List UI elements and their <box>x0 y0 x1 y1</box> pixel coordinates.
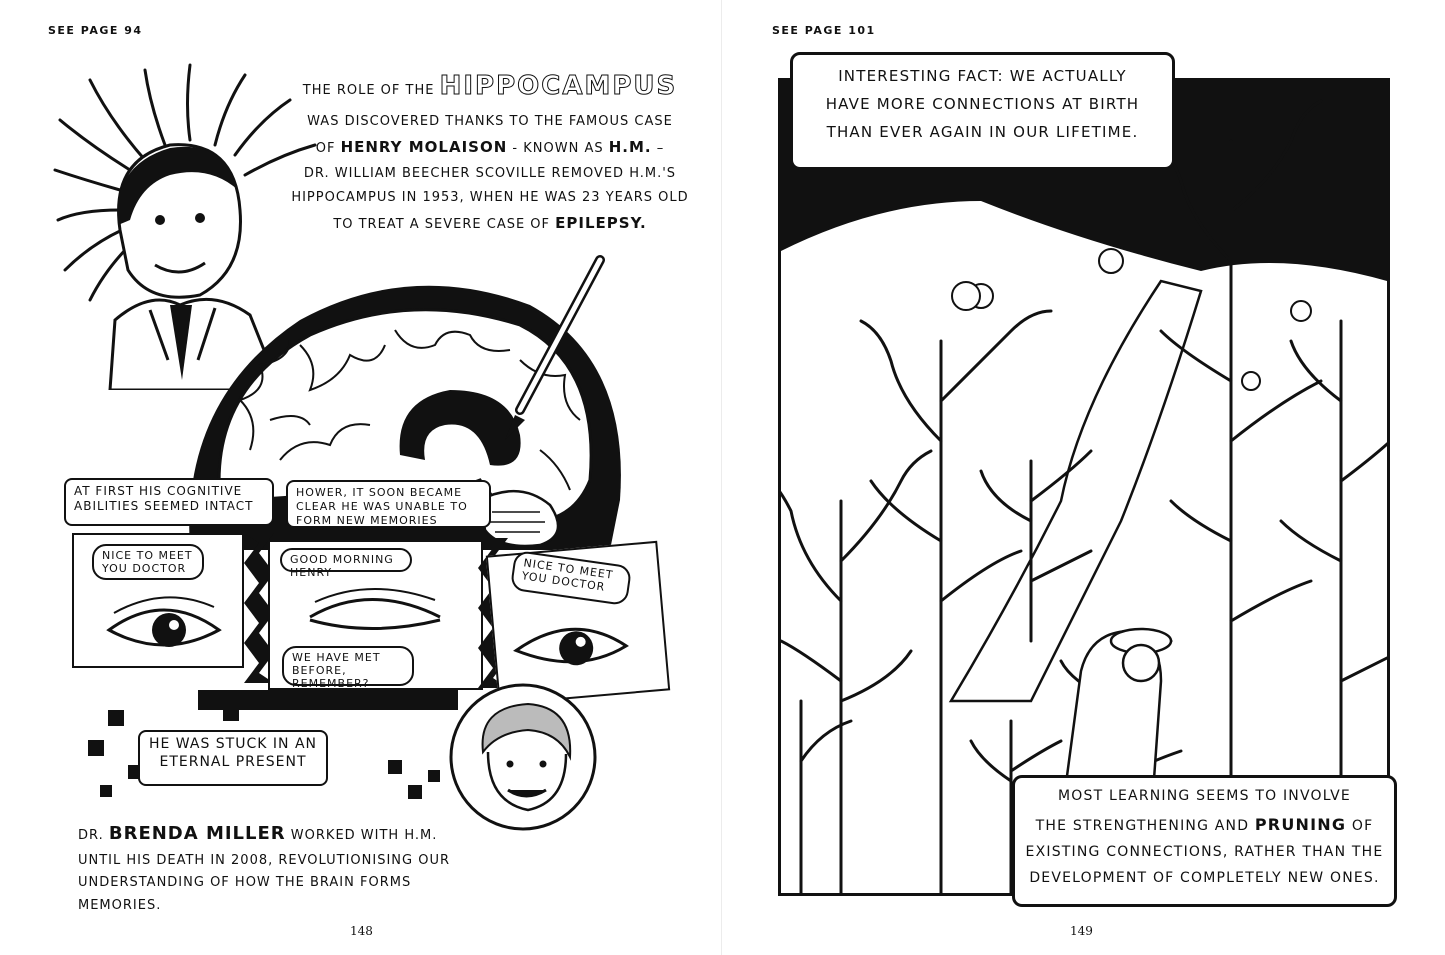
speech-good-morning: GOOD MORNING HENRY <box>280 548 412 579</box>
speech-nice-to-meet-1: NICE TO MEET YOU DOCTOR <box>92 544 204 580</box>
learning-line-4: DEVELOPMENT OF COMPLETELY NEW ONES. <box>1029 869 1380 886</box>
credit-line-3: UNDERSTANDING OF HOW THE BRAIN FORMS MEM… <box>78 875 412 913</box>
pruning-word: PRUNING <box>1254 814 1347 834</box>
see-page-reference: SEE PAGE 94 <box>48 24 143 37</box>
intro-line-3-mid: - KNOWN AS <box>512 141 604 157</box>
credit-line-2: UNTIL HIS DEATH IN 2008, REVOLUTIONISING… <box>78 852 450 868</box>
intro-line-5: HIPPOCAMPUS IN 1953, WHEN HE WAS 23 YEAR… <box>291 189 689 205</box>
page-number-left: 148 <box>350 924 373 938</box>
epilepsy-word: EPILEPSY. <box>555 213 647 232</box>
see-page-reference: SEE PAGE 101 <box>772 24 876 37</box>
brenda-miller-portrait <box>449 683 597 831</box>
intro-line-1: THE ROLE OF THE <box>302 83 435 98</box>
credit-line-1-pre: DR. <box>78 828 104 843</box>
brenda-miller-credit-text: DR. BRENDA MILLER WORKED WITH H.M. UNTIL… <box>78 818 498 918</box>
intro-line-4: DR. WILLIAM BEECHER SCOVILLE REMOVED H.M… <box>303 165 677 181</box>
caption-first-abilities: AT FIRST HIS COGNITIVE ABILITIES SEEMED … <box>64 478 274 526</box>
page-number-right: 149 <box>1070 924 1093 938</box>
intro-line-6-pre: TO TREAT A SEVERE CASE OF <box>333 216 551 232</box>
henry-molaison-name: HENRY MOLAISON <box>340 138 508 157</box>
brenda-miller-name: BRENDA MILLER <box>108 823 286 844</box>
interesting-fact-caption: INTERESTING FACT: WE ACTUALLY HAVE MORE … <box>790 52 1175 170</box>
caption-however-memories: HOWER, IT SOON BECAME CLEAR HE WAS UNABL… <box>286 480 491 528</box>
intro-line-2: WAS DISCOVERED THANKS TO THE FAMOUS CASE <box>307 114 673 130</box>
hippocampus-title: HIPPOCAMPUS <box>439 71 678 102</box>
closed-eye-icon <box>309 588 441 630</box>
learning-line-3: EXISTING CONNECTIONS, RATHER THAN THE <box>1025 843 1384 860</box>
henry-molaison-portrait <box>53 63 317 390</box>
intro-line-3-pre: OF <box>315 141 336 157</box>
intro-line-3-post: – <box>656 141 665 157</box>
learning-line-2-pre: THE STRENGTHENING AND <box>1035 817 1250 834</box>
fact-line-3: THAN EVER AGAIN IN OUR LIFETIME. <box>826 122 1139 141</box>
speech-we-have-met: WE HAVE MET BEFORE, REMEMBER? <box>282 646 414 690</box>
fact-line-1: INTERESTING FACT: WE ACTUALLY <box>838 67 1127 85</box>
credit-line-1-post: WORKED WITH H.M. <box>290 828 438 843</box>
left-page: SEE PAGE 94 THE ROLE OF THE HIPPOCAMPUS … <box>0 0 722 955</box>
pixel-fragment-decoration <box>88 690 458 799</box>
fact-line-2: HAVE MORE CONNECTIONS AT BIRTH <box>825 94 1140 113</box>
zigzag-divider-1 <box>244 533 274 683</box>
eye-panel-3 <box>485 540 671 706</box>
hippocampus-intro-text: THE ROLE OF THE HIPPOCAMPUS WAS DISCOVER… <box>290 62 690 238</box>
learning-caption: MOST LEARNING SEEMS TO INVOLVE THE STREN… <box>1012 775 1397 907</box>
neuron-trees-artwork <box>781 81 1387 893</box>
hm-name: H.M. <box>608 138 652 157</box>
open-eye-2-icon <box>513 627 629 666</box>
neuron-forest-illustration <box>778 78 1390 896</box>
learning-line-1: MOST LEARNING SEEMS TO INVOLVE <box>1058 788 1351 804</box>
open-eye-1-icon <box>106 596 222 647</box>
caption-eternal-present: HE WAS STUCK IN AN ETERNAL PRESENT <box>138 730 328 786</box>
learning-line-2-post: OF <box>1351 817 1374 834</box>
